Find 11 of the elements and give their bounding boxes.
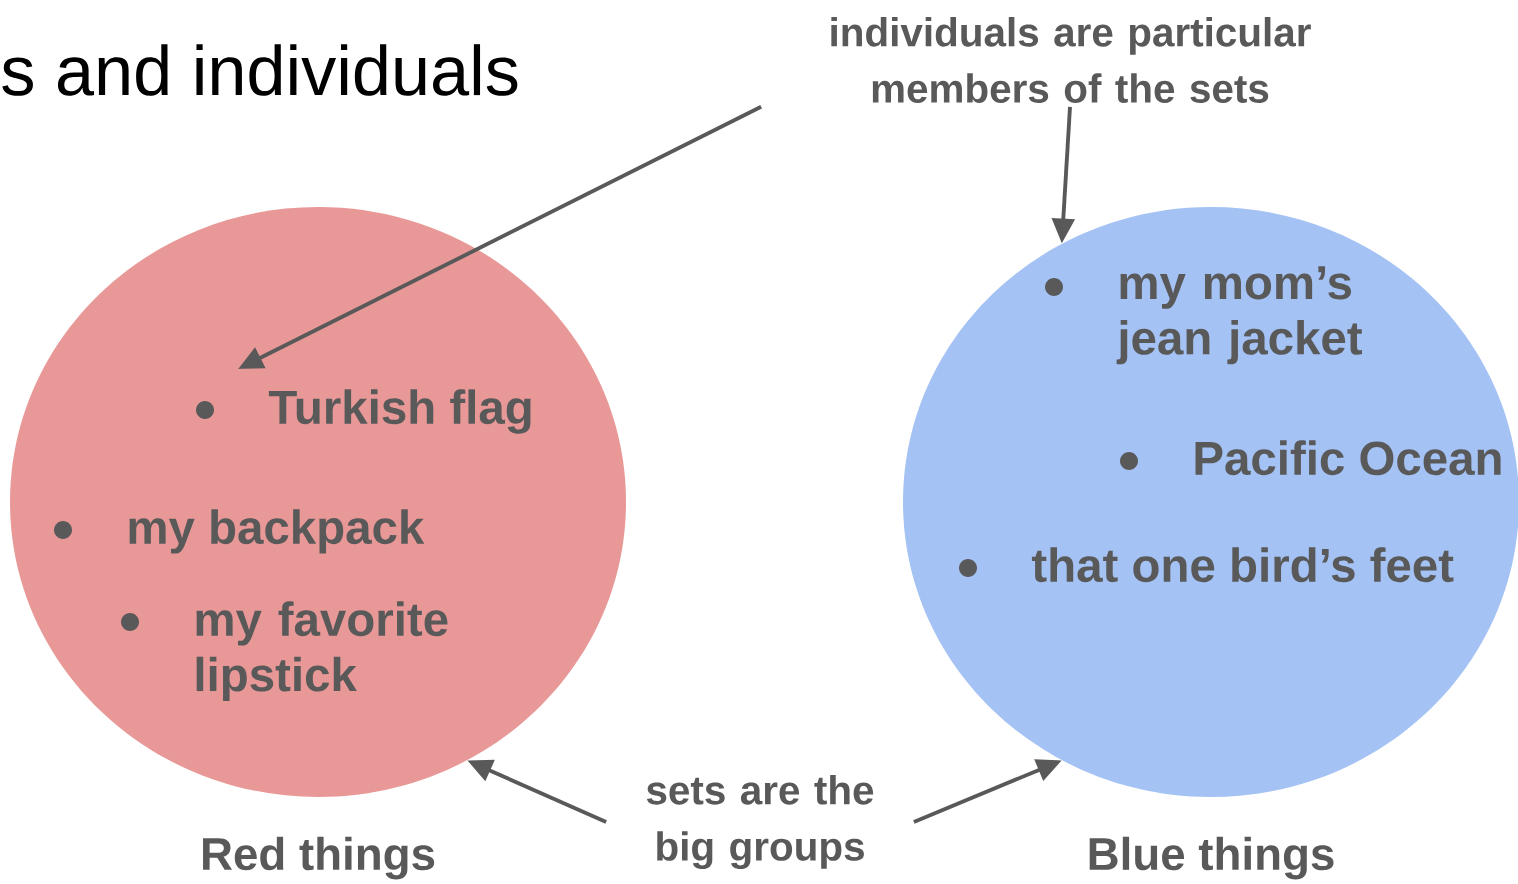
callout-text: sets are the big groups (646, 774, 874, 870)
item-text: my backpack (129, 509, 425, 554)
node-label: Red things (203, 836, 435, 880)
node-label: Blue things (1089, 836, 1334, 880)
item-text: my favorite lipstick (196, 601, 448, 701)
item-text: Pacific Ocean (1195, 440, 1501, 476)
item-text: Turkish flag (268, 389, 531, 434)
callout-text: individuals are particular members of the sets (831, 17, 1311, 103)
title: s and individuals (2, 44, 518, 96)
item-text: that one bird’s feet (1031, 547, 1454, 583)
item-text: my mom’s jean jacket (1116, 266, 1363, 365)
